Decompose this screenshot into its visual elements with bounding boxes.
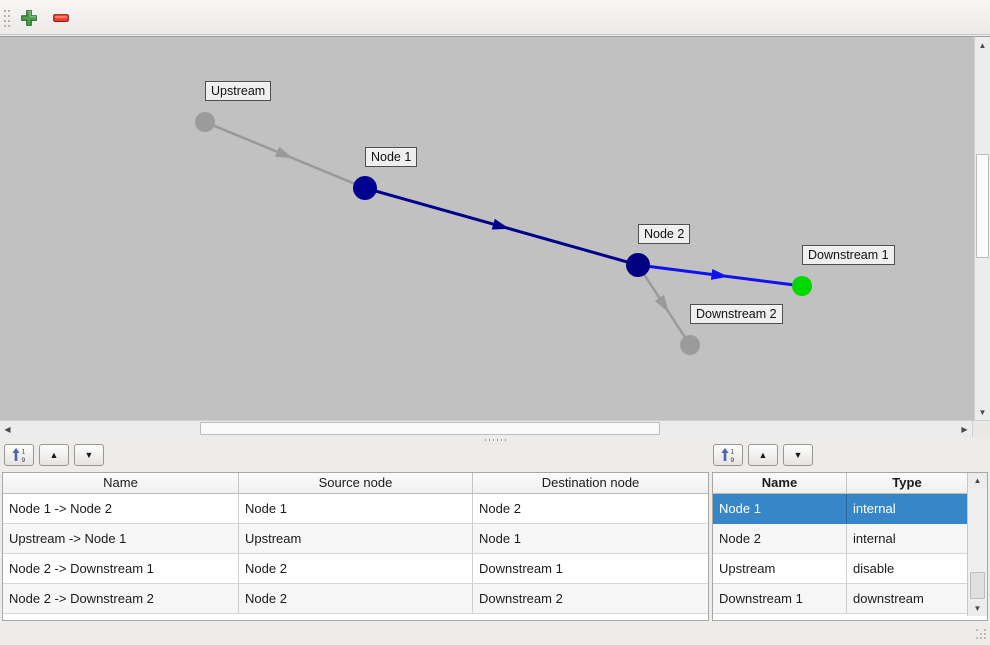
minus-icon xyxy=(53,14,69,22)
table-cell[interactable]: Node 1 -> Node 2 xyxy=(3,494,239,523)
edge-arrow-icon xyxy=(710,269,729,280)
graph-svg xyxy=(195,112,812,355)
graph-node[interactable] xyxy=(792,276,812,296)
table-cell[interactable]: Node 2 xyxy=(239,554,473,583)
edge-table-toolbar: 1 9 ▲ ▼ xyxy=(4,444,104,466)
toolbar-grip-icon[interactable] xyxy=(4,8,6,27)
column-header-source-node[interactable]: Source node xyxy=(239,473,473,493)
column-header-destination-node[interactable]: Destination node xyxy=(541,475,640,490)
column-header-type[interactable]: Type xyxy=(892,475,922,490)
table-row[interactable]: Node 2 internal xyxy=(713,524,967,554)
scroll-down-icon[interactable]: ▼ xyxy=(968,601,987,616)
table-cell[interactable]: Node 2 -> Downstream 2 xyxy=(3,584,239,613)
move-up-button[interactable]: ▲ xyxy=(39,444,69,466)
svg-text:1: 1 xyxy=(22,449,26,456)
sort-ascending-icon: 1 9 xyxy=(721,448,735,463)
plus-icon xyxy=(21,10,37,26)
table-cell[interactable]: Node 1 xyxy=(713,494,847,523)
edge-table-header: Name Source node Destination node xyxy=(3,473,708,494)
table-cell[interactable]: Node 2 xyxy=(479,501,521,516)
table-cell[interactable]: Node 2 -> Downstream 1 xyxy=(3,554,239,583)
table-cell[interactable]: Downstream 1 xyxy=(479,561,563,576)
table-cell[interactable]: Node 2 xyxy=(713,524,847,553)
node-label[interactable]: Upstream xyxy=(205,81,272,101)
table-cell[interactable]: Upstream xyxy=(713,554,847,583)
column-header-name[interactable]: Name xyxy=(713,473,847,493)
scrollbar-corner xyxy=(972,420,990,437)
move-up-button[interactable]: ▲ xyxy=(748,444,778,466)
table-cell[interactable]: Downstream 2 xyxy=(479,591,563,606)
remove-button[interactable] xyxy=(51,8,71,28)
edge-arrow-icon xyxy=(491,218,510,230)
column-header-name[interactable]: Name xyxy=(3,473,239,493)
graph-node[interactable] xyxy=(195,112,215,132)
table-cell[interactable]: Node 2 xyxy=(239,584,473,613)
scroll-left-icon[interactable]: ◀ xyxy=(0,421,15,437)
canvas-vertical-scrollbar[interactable]: ▲ ▼ xyxy=(974,36,990,420)
scroll-down-icon[interactable]: ▼ xyxy=(975,404,990,420)
table-row[interactable]: Downstream 1 downstream xyxy=(713,584,967,614)
table-cell[interactable]: Upstream -> Node 1 xyxy=(3,524,239,553)
node-label[interactable]: Downstream 1 xyxy=(802,245,895,265)
sort-ascending-icon: 1 9 xyxy=(12,448,26,463)
panel-splitter[interactable] xyxy=(0,437,990,443)
scroll-up-icon[interactable]: ▲ xyxy=(968,473,987,488)
toolbar-grip-icon[interactable] xyxy=(8,8,10,27)
table-cell[interactable]: Node 1 xyxy=(239,494,473,523)
canvas-hscroll-thumb[interactable] xyxy=(200,422,660,435)
main-toolbar xyxy=(0,0,990,35)
node-label[interactable]: Node 2 xyxy=(638,224,691,244)
graph-node[interactable] xyxy=(680,335,700,355)
table-cell[interactable]: Upstream xyxy=(239,524,473,553)
splitter-handle-icon[interactable] xyxy=(485,439,507,441)
edge-arrow-icon xyxy=(654,294,669,313)
graph-node[interactable] xyxy=(626,253,650,277)
down-arrow-icon: ▼ xyxy=(84,450,94,460)
canvas-vscroll-thumb[interactable] xyxy=(976,154,989,258)
scroll-right-icon[interactable]: ▶ xyxy=(957,421,972,437)
table-cell[interactable]: Node 1 xyxy=(479,531,521,546)
window-resize-grip-icon[interactable] xyxy=(976,629,978,631)
svg-text:9: 9 xyxy=(22,457,26,463)
up-arrow-icon: ▲ xyxy=(49,450,59,460)
table-scroll-thumb[interactable] xyxy=(970,572,985,599)
table-cell[interactable]: Downstream 1 xyxy=(713,584,847,613)
table-cell[interactable]: internal xyxy=(853,501,896,516)
sort-button[interactable]: 1 9 xyxy=(4,444,34,466)
table-row[interactable]: Node 1 internal xyxy=(713,494,967,524)
add-button[interactable] xyxy=(19,8,39,28)
table-cell[interactable]: downstream xyxy=(853,591,924,606)
node-table-toolbar: 1 9 ▲ ▼ xyxy=(713,444,813,466)
node-label[interactable]: Downstream 2 xyxy=(690,304,783,324)
table-row[interactable]: Upstream disable xyxy=(713,554,967,584)
edge-table-panel: Name Source node Destination node Node 1… xyxy=(2,472,709,621)
table-cell[interactable]: internal xyxy=(853,531,896,546)
down-arrow-icon: ▼ xyxy=(793,450,803,460)
canvas-horizontal-scrollbar[interactable]: ◀ ▶ xyxy=(0,420,972,437)
move-down-button[interactable]: ▼ xyxy=(783,444,813,466)
graph-node[interactable] xyxy=(353,176,377,200)
svg-text:1: 1 xyxy=(731,449,735,456)
node-label[interactable]: Node 1 xyxy=(365,147,418,167)
up-arrow-icon: ▲ xyxy=(758,450,768,460)
node-table-scrollbar[interactable]: ▲ ▼ xyxy=(967,473,987,616)
node-table-header: Name Type xyxy=(713,473,967,494)
svg-text:9: 9 xyxy=(731,457,735,463)
sort-button[interactable]: 1 9 xyxy=(713,444,743,466)
table-cell[interactable]: disable xyxy=(853,561,895,576)
scroll-up-icon[interactable]: ▲ xyxy=(975,37,990,53)
edge-arrow-icon xyxy=(275,146,293,159)
move-down-button[interactable]: ▼ xyxy=(74,444,104,466)
